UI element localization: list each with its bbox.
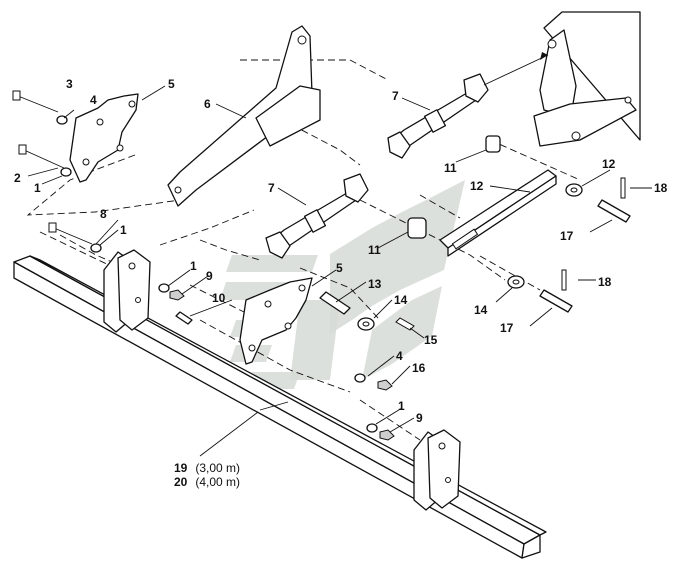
bushing-11-upper [485, 135, 501, 153]
top-link-7-upper [387, 52, 549, 159]
spring-pin-18-upper [620, 177, 626, 199]
callout-11: 11 [444, 161, 457, 175]
pin-15 [395, 317, 415, 331]
callout-12: 12 [602, 157, 616, 171]
callout-7: 7 [392, 89, 399, 103]
arm-6 [167, 25, 321, 207]
pin-17-upper [597, 199, 631, 223]
callout-8: 8 [100, 207, 107, 221]
callout-14: 14 [474, 303, 488, 317]
callout-6: 6 [204, 97, 211, 111]
pin-10 [175, 311, 193, 325]
callout-14: 14 [394, 293, 408, 307]
callout-5: 5 [168, 77, 175, 91]
link-bar-12-upper [439, 169, 557, 257]
variant-20: 20 (4,00 m) [174, 473, 240, 490]
callout-1: 1 [34, 181, 41, 195]
washer-1-top [60, 167, 72, 177]
nut-16 [377, 379, 393, 391]
right-mount-bracket [413, 429, 461, 511]
callout-17: 17 [560, 229, 574, 243]
callout-1: 1 [398, 399, 405, 413]
washer-1-mid [90, 243, 102, 253]
callout-18: 18 [598, 275, 612, 289]
bolt-8 [48, 222, 93, 245]
callout-17: 17 [500, 321, 514, 335]
washer-14-upper [507, 275, 525, 289]
callout-13: 13 [368, 277, 382, 291]
callout-16: 16 [412, 361, 426, 375]
pin-13 [319, 291, 351, 315]
callout-labels: 3 4 5 6 2 1 7 7 8 1 1 9 10 11 11 12 12 1… [14, 77, 668, 425]
callout-4: 4 [396, 349, 403, 363]
callout-9: 9 [416, 411, 423, 425]
bolt-3 [12, 90, 59, 113]
callout-11: 11 [368, 243, 381, 257]
tractor-frame [533, 11, 641, 147]
washer-4-lower [354, 373, 366, 383]
variant-19: 19 (3,00 m) [174, 459, 240, 476]
callout-10: 10 [212, 291, 226, 305]
pin-17-lower [539, 289, 573, 313]
washer-14-lower [357, 317, 375, 331]
variant-labels: 19 (3,00 m) 20 (4,00 m) [174, 459, 240, 490]
spring-pin-18-lower [561, 269, 567, 291]
bushing-11-lower [407, 217, 427, 239]
callout-12: 12 [470, 179, 484, 193]
washer-1-bar [158, 283, 170, 293]
top-link-7-lower [265, 173, 369, 259]
plate-5-lower [239, 277, 313, 365]
callout-3: 3 [66, 77, 73, 91]
washer-1-lower [366, 423, 378, 433]
callout-5: 5 [336, 261, 343, 275]
left-mount-bracket [103, 249, 151, 333]
callout-1: 1 [190, 259, 197, 273]
washer-12-right [565, 183, 583, 197]
left-plate-5-top [69, 93, 139, 183]
watermark-logo [220, 180, 465, 389]
nut-9-bar [169, 289, 185, 301]
callout-18: 18 [654, 181, 668, 195]
leader-lines [27, 85, 652, 457]
callout-15: 15 [424, 333, 438, 347]
callout-9: 9 [206, 269, 213, 283]
callout-2: 2 [14, 171, 21, 185]
callout-4: 4 [90, 93, 97, 107]
callout-1: 1 [120, 223, 127, 237]
nut-9-lower [379, 429, 395, 441]
bolt-2 [18, 144, 65, 169]
callout-7: 7 [268, 181, 275, 195]
